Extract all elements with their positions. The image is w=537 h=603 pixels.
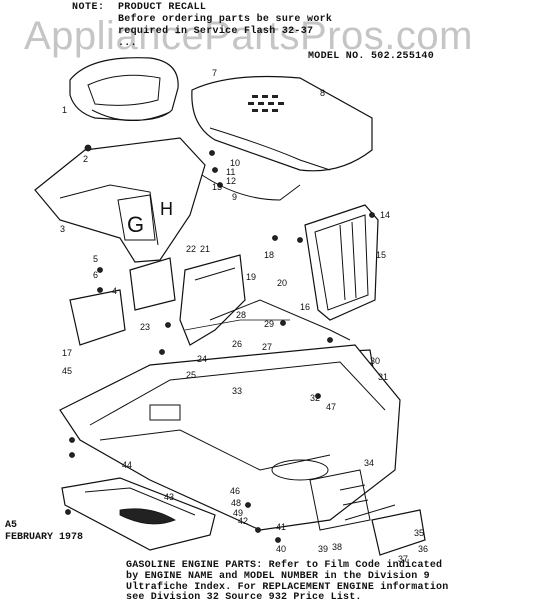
callout-15: 15 — [376, 250, 386, 260]
svg-text:H: H — [160, 199, 173, 219]
callout-38: 38 — [332, 542, 342, 552]
front-bumper-part[interactable] — [61, 477, 216, 551]
callout-14: 14 — [380, 210, 390, 220]
callout-47: 47 — [326, 402, 336, 412]
callout-5: 5 — [93, 254, 98, 264]
seat-part[interactable] — [69, 57, 179, 121]
axle-bracket-part[interactable] — [344, 504, 426, 556]
callout-23: 23 — [140, 322, 150, 332]
callout-41: 41 — [276, 522, 286, 532]
callout-49: 49 — [233, 508, 243, 518]
callout-31: 31 — [378, 372, 388, 382]
callout-1: 1 — [62, 105, 67, 115]
callout-36: 36 — [418, 544, 428, 554]
callout-16: 16 — [300, 302, 310, 312]
callout-24: 24 — [197, 354, 207, 364]
callout-21: 21 — [200, 244, 210, 254]
note-title: PRODUCT RECALL — [118, 2, 207, 13]
hardware-parts — [65, 144, 375, 543]
model-number: MODEL NO. 502.255140 — [308, 51, 435, 62]
callout-39: 39 — [318, 544, 328, 554]
fender-part[interactable]: G H — [34, 137, 206, 263]
callout-27: 27 — [262, 342, 272, 352]
callout-30: 30 — [370, 356, 380, 366]
footer-line-1: GASOLINE ENGINE PARTS: Refer to Film Cod… — [126, 560, 443, 571]
callout-44: 44 — [122, 460, 132, 470]
svg-text:G: G — [127, 212, 144, 237]
callout-9: 9 — [232, 192, 237, 202]
publication-date: FEBRUARY 1978 — [5, 532, 84, 543]
callout-29: 29 — [264, 319, 274, 329]
footer-line-3: Ultrafiche Index. For REPLACEMENT ENGINE… — [126, 582, 449, 593]
callout-11: 11 — [226, 167, 235, 177]
main-frame-part[interactable] — [59, 344, 401, 531]
hood-part[interactable] — [191, 75, 373, 201]
callout-19: 19 — [246, 272, 256, 282]
grille-part[interactable] — [304, 204, 379, 321]
callout-6: 6 — [93, 270, 98, 280]
note-line-3: ... — [118, 38, 137, 49]
callout-48: 48 — [231, 498, 241, 508]
footer-line-2: by ENGINE NAME and MODEL NUMBER in the D… — [126, 571, 430, 582]
callout-12: 12 — [226, 176, 236, 186]
callout-17: 17 — [62, 348, 72, 358]
callout-3: 3 — [60, 224, 65, 234]
callout-37: 37 — [398, 554, 408, 564]
callout-34: 34 — [364, 458, 374, 468]
side-plate-part[interactable] — [69, 257, 176, 346]
callout-25: 25 — [186, 370, 196, 380]
note-label: NOTE: — [72, 2, 105, 13]
callout-20: 20 — [277, 278, 287, 288]
callout-42: 42 — [238, 516, 248, 526]
callout-10: 10 — [230, 158, 240, 168]
callout-40: 40 — [276, 544, 286, 554]
dash-bracket-part[interactable] — [179, 254, 351, 346]
callout-28: 28 — [236, 310, 246, 320]
callout-26: 26 — [232, 339, 242, 349]
callout-35: 35 — [414, 528, 424, 538]
callouts: 1 2 3 4 5 6 7 8 9 10 11 12 13 14 15 16 1… — [60, 68, 428, 564]
footer-line-4: see Division 32 Source 932 Price List. — [126, 592, 362, 603]
note-line-1: Before ordering parts be sure work — [118, 14, 333, 25]
callout-32: 32 — [310, 393, 320, 403]
watermark: AppliancePartsPros.com — [24, 14, 473, 58]
callout-46: 46 — [230, 486, 240, 496]
page-code: A5 — [5, 520, 18, 531]
callout-45: 45 — [62, 366, 72, 376]
callout-4: 4 — [112, 286, 117, 296]
callout-13: 13 — [212, 182, 222, 192]
note-line-2: required in Service Flash 32-37 — [118, 26, 314, 37]
callout-8: 8 — [320, 88, 325, 98]
callout-18: 18 — [264, 250, 274, 260]
callout-7: 7 — [212, 68, 217, 78]
callout-2: 2 — [83, 154, 88, 164]
callout-43: 43 — [164, 492, 174, 502]
callout-33: 33 — [232, 386, 242, 396]
callout-22: 22 — [186, 244, 196, 254]
